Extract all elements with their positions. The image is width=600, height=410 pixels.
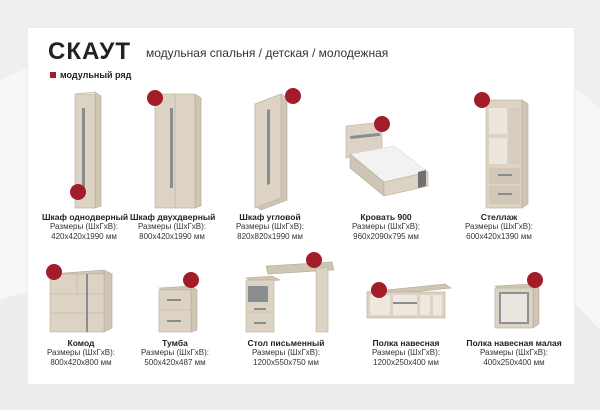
catalog-sheet: [28, 28, 574, 384]
product-wardrobe-double[interactable]: Шкаф двухдверный Размеры (ШхГхВ): 800х42…: [130, 88, 216, 242]
product-dresser[interactable]: Комод Размеры (ШхГхВ): 800х420х800 мм: [38, 260, 124, 368]
product-name: Шкаф однодверный: [42, 212, 129, 222]
accent-dot-icon: [147, 90, 163, 106]
product-name: Шкаф двухдверный: [130, 212, 216, 222]
desk-image: [236, 250, 336, 336]
shelving-image: [464, 92, 534, 210]
size-label: Размеры (ШхГхВ):: [140, 348, 210, 357]
dresser-image: [42, 260, 120, 336]
product-wardrobe-single[interactable]: Шкаф однодверный Размеры (ШхГхВ): 420х42…: [42, 88, 129, 242]
accent-dot-icon: [374, 116, 390, 132]
product-shelving[interactable]: Стеллаж Размеры (ШхГхВ): 600х420х1390 мм: [454, 92, 544, 242]
bed-image: [336, 112, 436, 210]
size-value: 1200х250х400 мм: [373, 358, 439, 367]
size-label: Размеры (ШхГхВ):: [49, 222, 119, 231]
product-name: Полка навесная малая: [466, 338, 562, 348]
size-label: Размеры (ШхГхВ):: [479, 348, 549, 357]
size-value: 1200х550х750 мм: [253, 358, 319, 367]
wall-shelf-image: [357, 266, 455, 336]
product-wardrobe-corner[interactable]: Шкаф угловой Размеры (ШхГхВ): 820х820х19…: [228, 88, 312, 242]
size-label: Размеры (ШхГхВ):: [351, 222, 421, 231]
legend: модульный ряд: [50, 70, 131, 80]
wardrobe-double-image: [137, 88, 207, 210]
product-small-wall-shelf[interactable]: Полка навесная малая Размеры (ШхГхВ): 40…: [462, 270, 566, 368]
size-value: 820х820х1990 мм: [237, 232, 303, 241]
size-value: 800х420х800 мм: [50, 358, 112, 367]
product-name: Кровать 900: [360, 212, 412, 222]
size-value: 800х420х1990 мм: [139, 232, 205, 241]
accent-dot-icon: [306, 252, 322, 268]
legend-square-icon: [50, 72, 56, 78]
nightstand-image: [145, 270, 205, 336]
product-name: Тумба: [162, 338, 188, 348]
size-label: Размеры (ШхГхВ):: [464, 222, 534, 231]
size-value: 500х420х487 мм: [144, 358, 206, 367]
page-title: СКАУТ: [48, 38, 131, 65]
product-name: Шкаф угловой: [239, 212, 301, 222]
size-value: 600х420х1390 мм: [466, 232, 532, 241]
legend-label: модульный ряд: [60, 70, 132, 80]
size-value: 960х2090х795 мм: [353, 232, 419, 241]
size-value: 420х420х1990 мм: [51, 232, 117, 241]
product-wall-shelf[interactable]: Полка навесная Размеры (ШхГхВ): 1200х250…: [356, 266, 456, 368]
accent-dot-icon: [183, 272, 199, 288]
product-name: Стеллаж: [480, 212, 518, 222]
page-subtitle: модульная спальня / детская / молодежная: [146, 46, 389, 60]
size-label: Размеры (ШхГхВ):: [371, 348, 441, 357]
size-label: Размеры (ШхГхВ):: [46, 348, 116, 357]
product-desk[interactable]: Стол письменный Размеры (ШхГхВ): 1200х55…: [234, 250, 338, 368]
small-wall-shelf-image: [479, 270, 549, 336]
product-name: Полка навесная: [372, 338, 440, 348]
product-name: Стол письменный: [247, 338, 325, 348]
wardrobe-single-image: [54, 88, 114, 210]
product-bed[interactable]: Кровать 900 Размеры (ШхГхВ): 960х2090х79…: [334, 112, 438, 242]
product-nightstand[interactable]: Тумба Размеры (ШхГхВ): 500х420х487 мм: [130, 270, 220, 368]
accent-dot-icon: [527, 272, 543, 288]
size-label: Размеры (ШхГхВ):: [251, 348, 321, 357]
product-name: Комод: [67, 338, 95, 348]
size-label: Размеры (ШхГхВ):: [137, 222, 207, 231]
wardrobe-corner-image: [235, 88, 305, 211]
size-value: 400х250х400 мм: [483, 358, 545, 367]
accent-dot-icon: [70, 184, 86, 200]
accent-dot-icon: [474, 92, 490, 108]
accent-dot-icon: [371, 282, 387, 298]
size-label: Размеры (ШхГхВ):: [235, 222, 305, 231]
accent-dot-icon: [46, 264, 62, 280]
accent-dot-icon: [285, 88, 301, 104]
